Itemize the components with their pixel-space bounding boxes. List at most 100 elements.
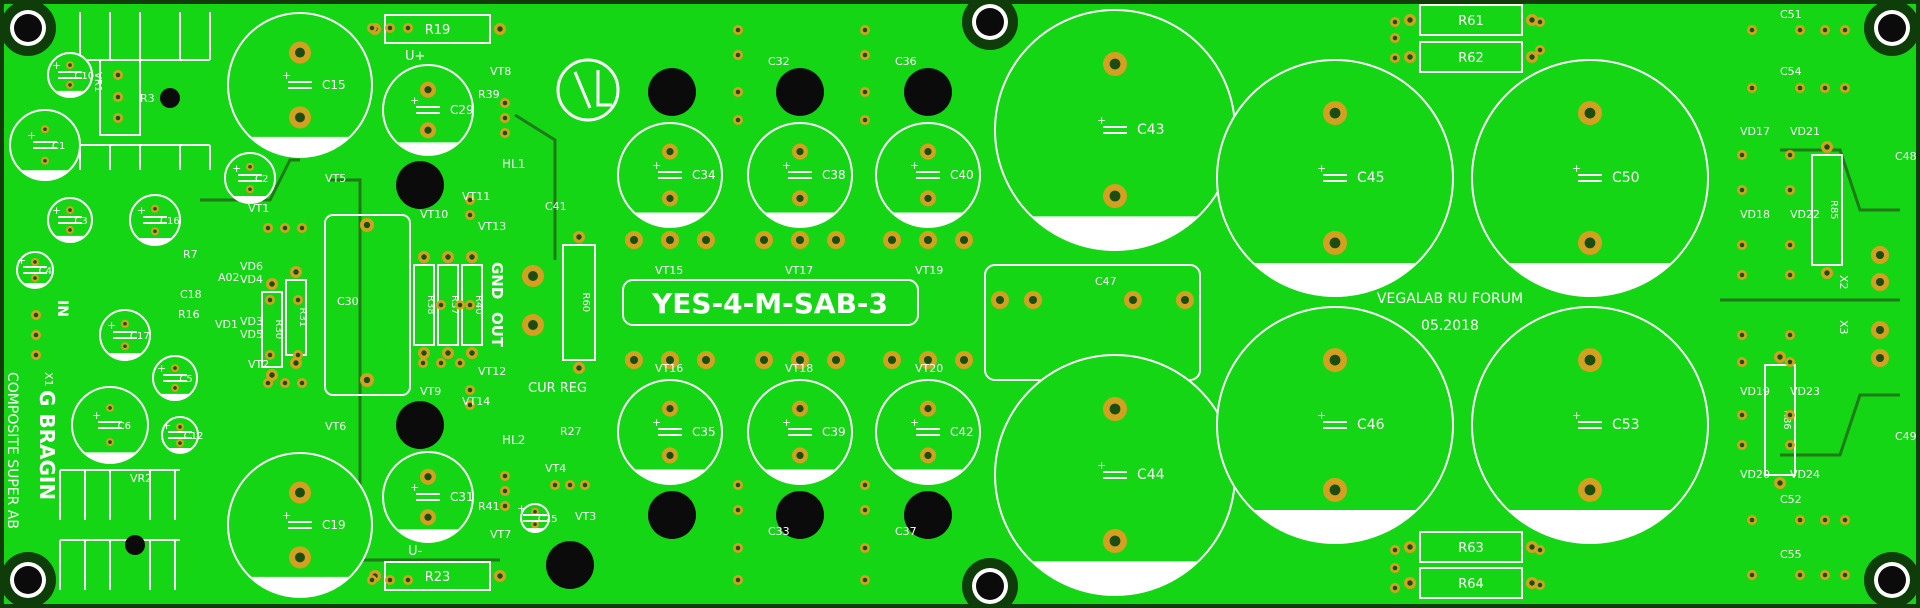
pad-drill — [666, 451, 674, 459]
pad-drill — [1777, 354, 1783, 360]
polarity-mark — [1031, 561, 1199, 595]
pad-drill — [1537, 47, 1543, 53]
component-label: VD24 — [1790, 468, 1820, 481]
pad-drill — [1584, 237, 1596, 249]
capacitor-c31: +C31 — [382, 451, 474, 543]
pad-drill — [502, 503, 508, 509]
heatsink-bottom-left — [59, 469, 180, 590]
component-label: R86 — [1781, 410, 1792, 430]
component-label: C25 — [538, 514, 558, 525]
component-label: C45 — [1357, 170, 1385, 186]
pad-drill — [862, 27, 868, 33]
pad-drill — [1392, 19, 1398, 25]
polarity-mark — [633, 469, 707, 485]
transistor-mount-hole — [125, 535, 145, 555]
pad-drill — [1822, 517, 1828, 523]
component-label: VT3 — [575, 510, 596, 523]
forum-text: VEGALAB RU FORUM — [1377, 291, 1523, 307]
pad-drill — [1749, 572, 1755, 578]
polarity-mark — [396, 142, 460, 155]
pad-drill — [629, 235, 639, 245]
capacitor-outline — [129, 194, 181, 246]
pad-drill — [1842, 517, 1848, 523]
pad-drill — [533, 522, 537, 527]
polarity-mark — [633, 212, 707, 228]
pad-drill — [123, 344, 127, 349]
pad-drill — [1407, 54, 1413, 60]
pad-drill — [887, 235, 897, 245]
component-label: + — [652, 159, 661, 172]
pad-drill — [115, 115, 121, 121]
component-label: R30 — [273, 320, 284, 340]
pad-drill — [576, 234, 582, 240]
component-label: VT8 — [490, 65, 511, 78]
pad-drill — [502, 100, 508, 106]
resistor-r23: R23 — [369, 561, 506, 591]
transistor-mount-hole — [648, 68, 696, 116]
pad-drill — [33, 260, 37, 264]
component-label: + — [107, 319, 116, 332]
pad-drill — [1787, 187, 1793, 193]
capacitor-outline — [382, 64, 474, 156]
pad-drill — [1537, 547, 1543, 553]
component-label: C3 — [74, 216, 87, 227]
component-label: C35 — [692, 425, 716, 439]
pad-drill — [1529, 580, 1535, 586]
component-label: VT16 — [655, 362, 683, 375]
polarity-mark — [250, 576, 350, 597]
pad-drill — [1180, 295, 1190, 305]
component-label: VD3 — [240, 315, 263, 328]
pad-drill — [1749, 85, 1755, 91]
component-label: VD6 — [240, 260, 263, 273]
pad-drill — [178, 441, 182, 445]
component-label: VT13 — [478, 220, 506, 233]
pad-drill — [666, 148, 674, 156]
pad-drill — [369, 577, 375, 583]
pad-drill — [123, 321, 127, 326]
polarity-mark — [891, 469, 965, 485]
capacitor-c16: +C16 — [129, 194, 181, 246]
pad-drill — [269, 372, 275, 378]
component-label: R31 — [297, 308, 308, 328]
pad-drill — [831, 355, 841, 365]
pad-drill — [267, 352, 273, 358]
pad-drill — [552, 482, 558, 488]
pad-drill — [862, 507, 868, 513]
component-label: + — [92, 409, 101, 422]
u-plus-label: U+ — [405, 49, 425, 64]
component-label: R38 — [425, 295, 436, 315]
pad-drill — [299, 380, 305, 386]
pad-drill — [1109, 58, 1121, 70]
pad-drill — [68, 228, 72, 232]
pad-drill — [467, 302, 473, 308]
pad-drill — [1787, 152, 1793, 158]
pad-drill — [33, 332, 39, 338]
component-label: C18 — [180, 288, 202, 301]
vr2-label: VR2 — [130, 472, 152, 485]
component-label: VD1 — [215, 318, 238, 331]
mount-hole — [1878, 566, 1906, 594]
pad-drill — [1797, 517, 1803, 523]
pad-drill — [1777, 480, 1783, 486]
component-label: C10 — [74, 71, 94, 82]
component-label: + — [1572, 409, 1581, 422]
component-label: C53 — [1612, 417, 1640, 433]
transistor-mount-hole — [160, 88, 180, 108]
component-label: C15 — [322, 78, 346, 92]
resistor-r63: R63 — [1404, 531, 1538, 563]
capacitor-c43: +C43 — [994, 9, 1236, 251]
pad-drill — [735, 507, 741, 513]
component-label: + — [1097, 114, 1106, 127]
component-label: R64 — [1458, 577, 1484, 592]
pad-drill — [467, 197, 473, 203]
polarity-mark — [232, 196, 268, 203]
pad-drill — [862, 577, 868, 583]
pad-drill — [1875, 353, 1885, 363]
pad-drill — [1787, 272, 1793, 278]
pad-drill — [68, 208, 72, 212]
capacitor-c5: +C5 — [152, 355, 198, 401]
component-label: VT7 — [490, 528, 511, 541]
polarity-mark — [107, 353, 143, 360]
component-label: VD17 — [1740, 125, 1770, 138]
